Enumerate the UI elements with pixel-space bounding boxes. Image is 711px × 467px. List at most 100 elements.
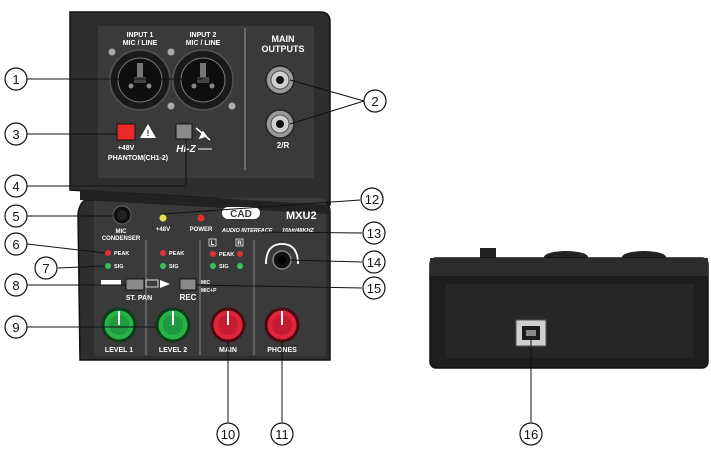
callout-3: 3 xyxy=(4,122,28,146)
peak-led-ch1 xyxy=(105,250,111,256)
sig-led-main-r xyxy=(237,263,243,269)
phantom-voltage-label: +48V xyxy=(118,145,135,152)
callout-9: 9 xyxy=(4,315,28,339)
front-slope xyxy=(80,190,330,214)
phantom-power-button[interactable] xyxy=(116,123,136,141)
peak-label: PEAK xyxy=(169,251,184,257)
cad-logo: CAD xyxy=(222,207,260,220)
power-led xyxy=(197,214,205,222)
input1-label: INPUT 1 xyxy=(127,32,154,39)
left-channel-box xyxy=(208,238,217,247)
headphone-jack[interactable] xyxy=(272,250,292,270)
level1-label: LEVEL 1 xyxy=(105,347,133,354)
level2-knob[interactable] xyxy=(155,307,191,343)
brand-label: CAD xyxy=(230,209,252,220)
pan-center-indicator xyxy=(145,279,159,288)
peak-label: PEAK xyxy=(219,252,234,258)
st-pan-switch[interactable] xyxy=(125,278,145,291)
output-jack-2[interactable] xyxy=(265,109,295,139)
sig-label: SIG xyxy=(169,264,178,270)
svg-text:!: ! xyxy=(147,129,150,138)
callout-12: 12 xyxy=(360,187,384,211)
warning-icon xyxy=(140,124,156,138)
callout-11: 11 xyxy=(270,422,294,446)
device-rear-view xyxy=(429,248,709,369)
svg-text:16: 16 xyxy=(524,427,538,442)
callout-8: 8 xyxy=(4,273,28,297)
svg-text:9: 9 xyxy=(12,320,19,335)
model-label: MXU2 xyxy=(286,210,317,222)
pan-right-indicator xyxy=(160,280,170,288)
output-jack-1[interactable] xyxy=(265,65,295,95)
peak-led-main-l xyxy=(210,251,216,257)
right-channel-box xyxy=(235,238,244,247)
phantom-led-label: +48V xyxy=(156,227,170,233)
leader-lines xyxy=(26,78,532,422)
main-knob[interactable] xyxy=(210,307,246,343)
st-pan-label: ST. PAN xyxy=(126,295,152,302)
rear-face xyxy=(446,284,694,358)
callout-4: 4 xyxy=(4,174,28,198)
xlr-input-1[interactable] xyxy=(109,49,171,111)
svg-text:14: 14 xyxy=(367,255,381,270)
peak-label: PEAK xyxy=(114,251,129,257)
sig-label: SIG xyxy=(114,264,123,270)
svg-text:8: 8 xyxy=(12,278,19,293)
phantom-section: ! +48V PHANTOM(CH1-2) xyxy=(108,123,168,162)
callouts: 1 2 3 4 5 6 7 8 xyxy=(4,67,543,446)
svg-text:5: 5 xyxy=(12,209,19,224)
rec-label: REC xyxy=(180,293,197,302)
input2-label: INPUT 2 xyxy=(190,32,217,39)
svg-text:15: 15 xyxy=(367,281,381,296)
phantom-label: PHANTOM(CH1-2) xyxy=(108,155,168,162)
callout-1: 1 xyxy=(4,67,28,91)
tagline-label: AUDIO INTERFACE xyxy=(221,228,273,234)
left-channel-label: L xyxy=(211,241,215,247)
spec-label: 16bit/48KHZ xyxy=(282,228,314,234)
input1-sublabel: MIC / LINE xyxy=(123,40,158,47)
main-outputs-label-1: MAIN xyxy=(272,34,295,44)
xlr-inputs: INPUT 1 MIC / LINE INPUT 2 MIC / LINE xyxy=(108,32,236,111)
phones-knob[interactable] xyxy=(264,307,300,343)
callout-2: 2 xyxy=(363,89,387,113)
guitar-icon xyxy=(195,127,211,141)
peak-led-main-r xyxy=(237,251,243,257)
phantom-led xyxy=(159,214,167,222)
right-channel-label: R xyxy=(237,241,242,247)
svg-text:3: 3 xyxy=(12,127,19,142)
rec-option-1: MIC xyxy=(201,280,211,286)
hiz-button[interactable] xyxy=(175,123,193,140)
callout-14: 14 xyxy=(362,250,386,274)
callout-6: 6 xyxy=(4,232,28,256)
sig-led-main-l xyxy=(210,263,216,269)
headphones-icon xyxy=(265,243,299,265)
svg-text:1: 1 xyxy=(12,72,19,87)
condenser-label: CONDENSER xyxy=(102,236,141,242)
front-controls: MIC CONDENSER +48V POWER CAD MXU2 AUDIO … xyxy=(101,205,317,355)
main-outputs: MAIN OUTPUTS 2/R xyxy=(261,34,304,150)
svg-text:13: 13 xyxy=(367,226,381,241)
svg-text:6: 6 xyxy=(12,237,19,252)
rear-top-strip xyxy=(430,258,708,276)
callout-15: 15 xyxy=(362,276,386,300)
level1-knob[interactable] xyxy=(101,307,137,343)
xlr-input-2[interactable] xyxy=(172,49,234,111)
level2-label: LEVEL 2 xyxy=(159,347,187,354)
power-led-label: POWER xyxy=(190,227,213,233)
callout-10: 10 xyxy=(216,422,240,446)
pan-left-indicator xyxy=(101,280,121,285)
callout-5: 5 xyxy=(4,204,28,228)
condenser-mic-capsule xyxy=(112,205,132,225)
sig-label: SIG xyxy=(219,264,228,270)
rec-switch[interactable] xyxy=(179,278,197,291)
screw-icon xyxy=(108,48,116,56)
callout-16: 16 xyxy=(519,422,543,446)
svg-text:10: 10 xyxy=(221,427,235,442)
svg-text:4: 4 xyxy=(12,179,19,194)
rec-option-2: MIC+P xyxy=(201,288,217,294)
rear-knob-bump xyxy=(480,248,496,258)
peak-led-ch2 xyxy=(160,250,166,256)
sig-led-ch2 xyxy=(160,263,166,269)
callout-13: 13 xyxy=(362,221,386,245)
screw-icon xyxy=(167,48,175,56)
